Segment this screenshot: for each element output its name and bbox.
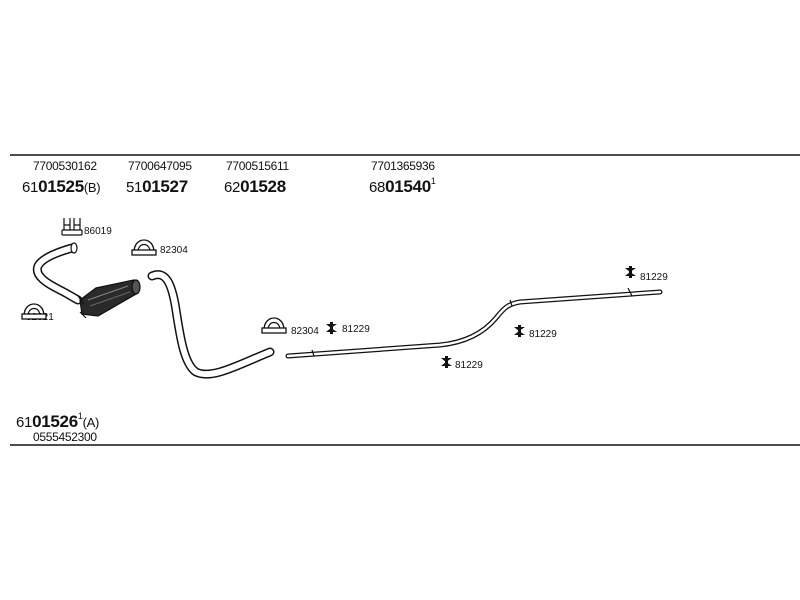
oem-number-4: 7701365936 (371, 159, 435, 173)
oem-number-bottom: 0555452300 (33, 430, 97, 444)
code-clamp-upper: 82304 (160, 245, 188, 256)
part-number-3: 6201528 (224, 178, 286, 195)
code-clamp-mid: 82304 (291, 326, 319, 337)
part-sup-4: 1 (430, 176, 436, 186)
part-prefix-2: 51 (126, 179, 143, 196)
clamp-mid-icon (261, 317, 287, 334)
part-suffix-bottom: (A) (82, 415, 100, 430)
oem-number-2: 7700647095 (128, 159, 192, 173)
part-main-4: 01540 (385, 177, 431, 196)
part-main-3: 01528 (240, 177, 286, 196)
part-prefix-1: 61 (22, 179, 39, 196)
part-prefix-3: 62 (224, 179, 241, 196)
part-sup-bottom: 1 (77, 411, 83, 421)
rubber-mount-a-icon (326, 322, 337, 334)
front-pipe (32, 242, 83, 305)
code-rubber-c: 81229 (529, 329, 557, 340)
part-number-1: 6101525(B) (22, 177, 101, 196)
part-main-1: 01525 (38, 177, 84, 196)
part-main-2: 01527 (142, 177, 188, 196)
part-main-bottom: 01526 (32, 412, 78, 431)
code-hanger-top: 86019 (84, 226, 112, 237)
rear-tailpipe (285, 287, 663, 359)
code-rubber-d: 81229 (640, 272, 668, 283)
code-rubber-a: 81229 (342, 324, 370, 335)
part-prefix-bottom: 61 (16, 414, 33, 431)
hanger-bracket-icon (61, 218, 83, 236)
oem-number-3: 7700515611 (226, 159, 289, 173)
clamp-upper-icon (131, 239, 157, 256)
part-number-4: 68015401 (369, 176, 436, 196)
part-number-bottom: 61015261(A) (16, 411, 100, 431)
part-suffix-1: (B) (83, 180, 101, 195)
front-silencer (77, 279, 141, 319)
part-prefix-4: 68 (369, 179, 386, 196)
clamp-left-icon (21, 303, 47, 320)
intermediate-pipe (147, 270, 275, 379)
part-number-2: 5101527 (126, 178, 188, 195)
rubber-mount-d-icon (625, 266, 636, 278)
rubber-mount-b-icon (441, 356, 452, 368)
oem-number-1: 7700530162 (33, 159, 97, 173)
rubber-mount-c-icon (514, 325, 525, 337)
code-rubber-b: 81229 (455, 360, 483, 371)
